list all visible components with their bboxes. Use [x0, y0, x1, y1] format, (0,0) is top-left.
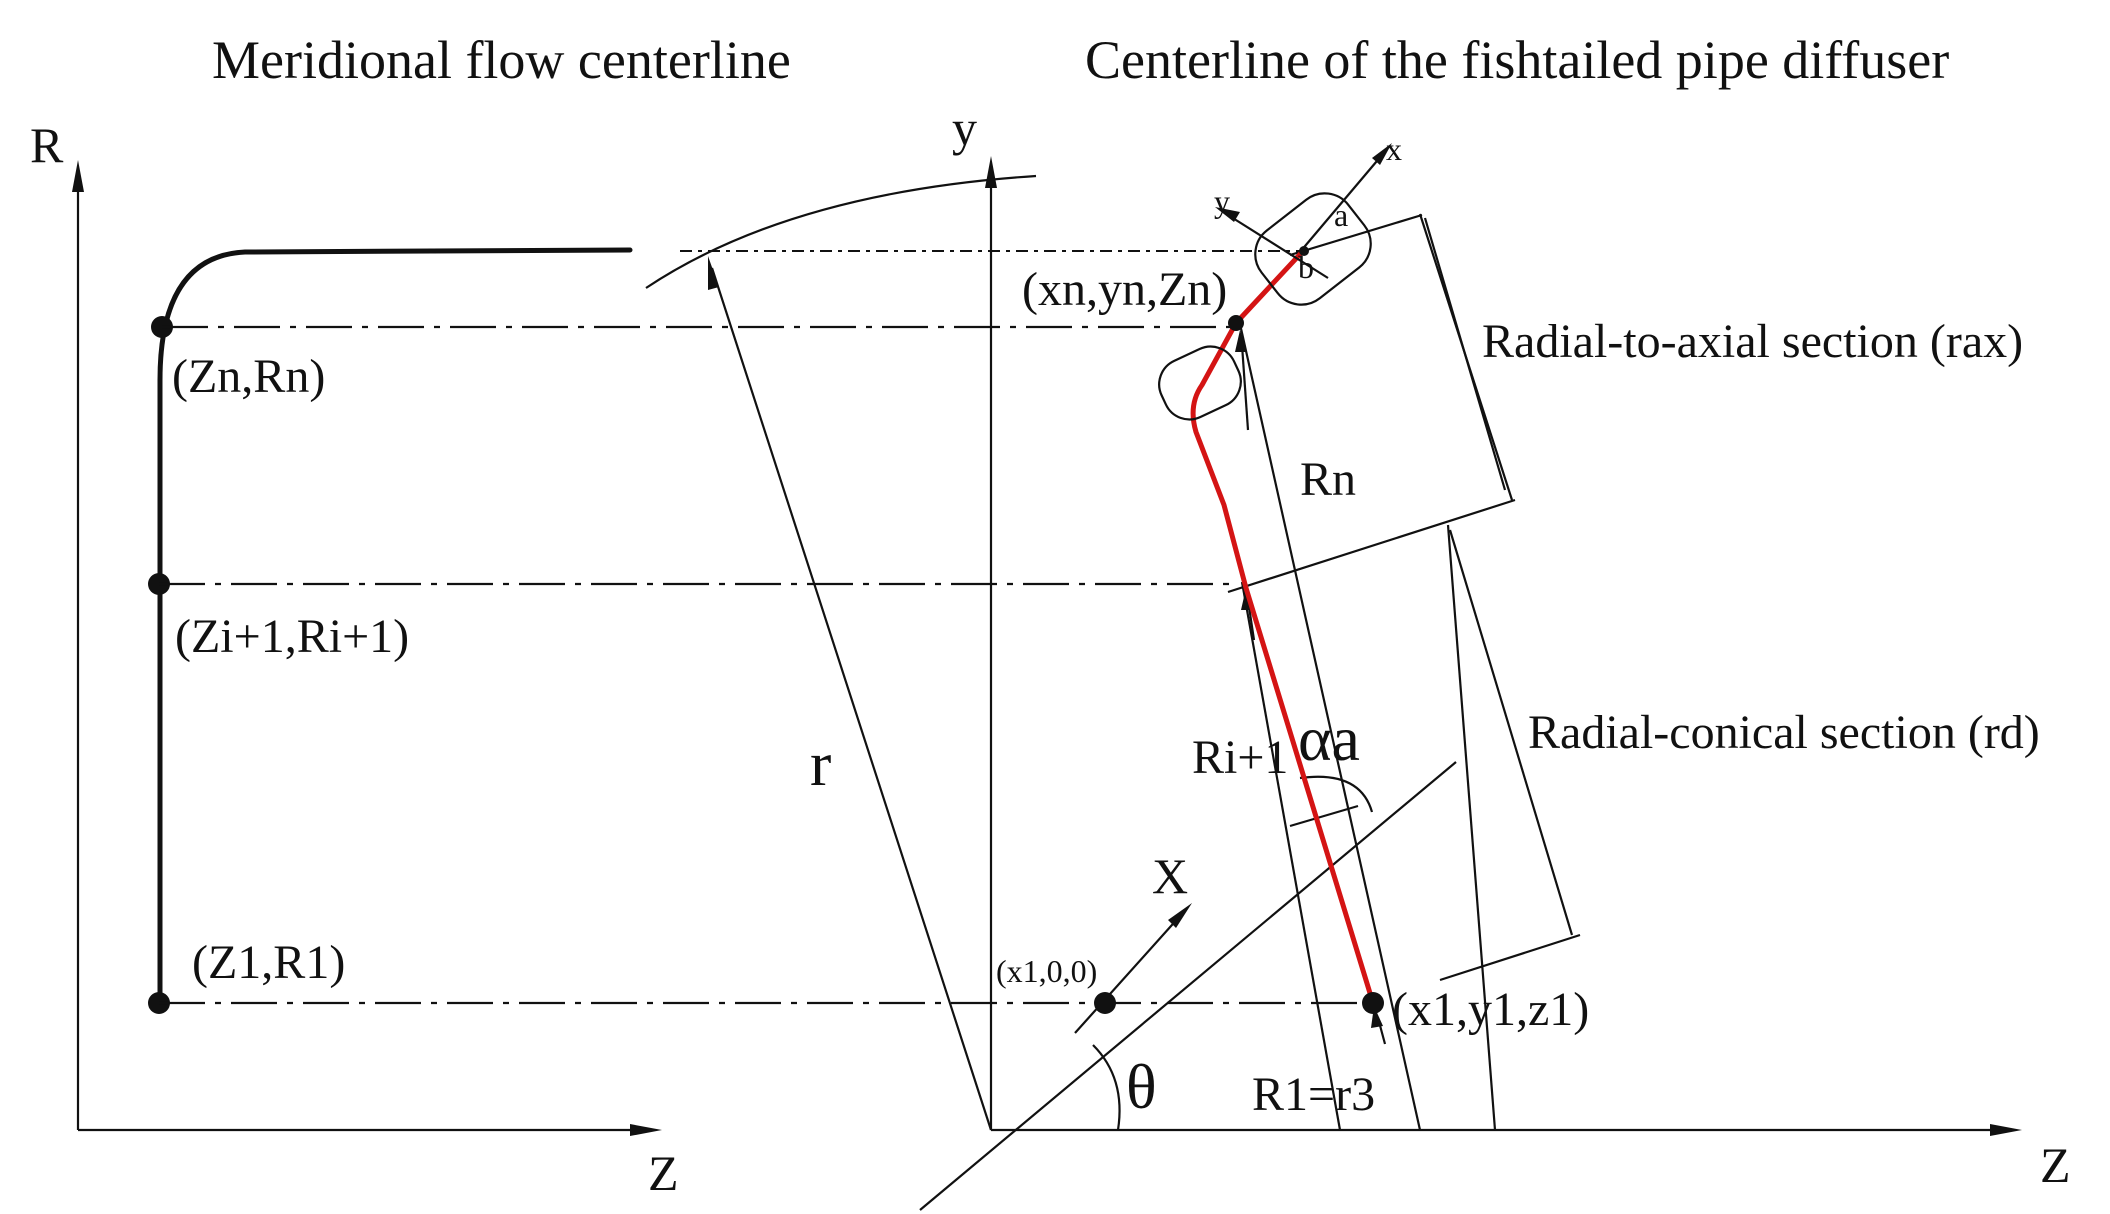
point-x1-y1-z1: [1362, 992, 1384, 1014]
rd-bracket-bottom: [1439, 933, 1581, 982]
casing-arc: [645, 174, 1037, 289]
label-zn-rn: (Zn,Rn): [172, 350, 325, 403]
label-x1-0-0: (x1,0,0): [996, 953, 1097, 989]
rn-arrow: [1235, 330, 1250, 431]
radial-line-rn: [1238, 323, 1422, 1131]
local-x-label: x: [1386, 131, 1402, 167]
label-a: a: [1334, 197, 1348, 233]
point-xn-yn-zn: [1228, 315, 1244, 331]
title-meridional: Meridional flow centerline: [212, 30, 791, 90]
diffuser-centerline: [1190, 247, 1376, 1006]
label-rd: Radial-conical section (rd): [1528, 706, 2040, 759]
label-b: b: [1298, 249, 1314, 285]
x-axis-arrow: [1074, 903, 1192, 1034]
title-fishtailed: Centerline of the fishtailed pipe diffus…: [1085, 30, 1949, 90]
right-y-axis-label: y: [952, 100, 977, 156]
radius-r-label: r: [810, 728, 831, 799]
local-y-arrow: [1215, 207, 1329, 279]
label-ri1: Ri+1: [1192, 731, 1288, 784]
cross-section-exit: [1254, 192, 1372, 306]
label-xn-yn-zn: (xn,yn,Zn): [1022, 263, 1227, 316]
label-rn: Rn: [1300, 453, 1356, 506]
rax-dimension-line: [1423, 217, 1507, 491]
left-r-axis: [72, 160, 84, 1130]
right-z-axis-label: Z: [2040, 1137, 2071, 1193]
cross-section-throat: [1158, 345, 1242, 421]
meridional-centerline: [157, 247, 633, 1005]
left-z-axis: [78, 1124, 662, 1136]
label-zi1-ri1: (Zi+1,Ri+1): [175, 610, 409, 663]
left-z-axis-label: Z: [648, 1145, 679, 1201]
rotated-axis-line: [919, 761, 1457, 1211]
radius-r-line: [708, 256, 993, 1131]
label-rax: Radial-to-axial section (rax): [1482, 315, 2023, 368]
theta-arc: [1092, 1044, 1121, 1131]
label-alpha: αa: [1298, 703, 1360, 774]
rd-dimension-line: [1448, 529, 1574, 936]
left-r-axis-label: R: [30, 117, 64, 173]
local-y-label: y: [1214, 183, 1230, 219]
x-axis-label: X: [1152, 848, 1188, 904]
rax-bracket-bottom: [1227, 498, 1516, 594]
rax-bracket-top: [1289, 213, 1423, 257]
alpha-tick: [1289, 804, 1359, 828]
right-z-axis: [991, 1124, 2022, 1136]
label-x1-y1-z1: (x1,y1,z1): [1392, 983, 1589, 1036]
theta-label: θ: [1126, 1051, 1157, 1122]
alpha-arc: [1299, 775, 1374, 813]
radial-line-ri1: [1240, 581, 1342, 1131]
label-r1-r3: R1=r3: [1252, 1068, 1375, 1121]
label-z1-r1: (Z1,R1): [192, 936, 345, 989]
local-x-arrow: [1299, 143, 1392, 253]
point-x1-0-0: [1094, 992, 1116, 1014]
point-exit-end: [1299, 246, 1309, 256]
rax-right-edge: [1446, 524, 1497, 1131]
